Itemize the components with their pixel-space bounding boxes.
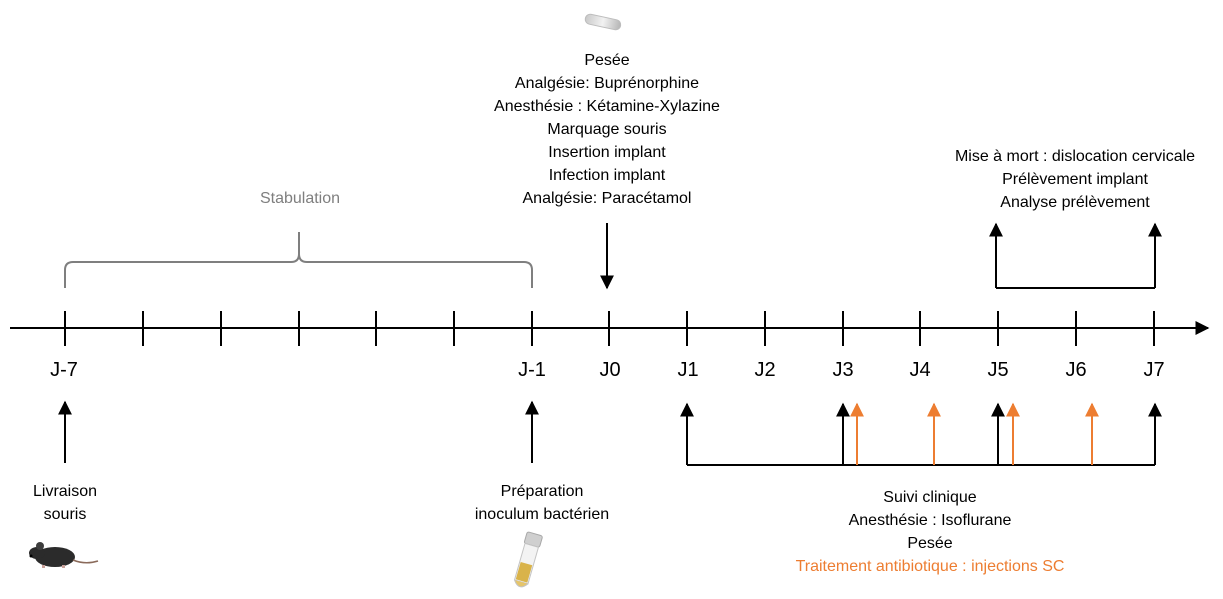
- delivery-label: Livraison souris: [0, 480, 130, 526]
- stabulation-label: Stabulation: [259, 190, 341, 207]
- day-label-j-7: J-7: [50, 359, 78, 381]
- day-label-j7: J7: [1143, 359, 1165, 381]
- antibiotic-arrows: [850, 402, 1099, 465]
- j0-step: Analgésie: Paracétamol: [522, 190, 692, 207]
- end-step: Mise à mort : dislocation cervicale: [954, 148, 1196, 165]
- j0-step: Insertion implant: [548, 144, 666, 161]
- delivery-line-1: Livraison: [32, 483, 98, 500]
- stabulation-bracket: [64, 232, 533, 288]
- j0-step: Anesthésie : Kétamine-Xylazine: [494, 98, 720, 115]
- followup-line-3: Pesée: [907, 535, 953, 552]
- day-label-j4: J4: [909, 359, 931, 381]
- end-step: Analyse prélèvement: [1000, 194, 1150, 211]
- inoculum-line-2: inoculum bactérien: [474, 506, 610, 523]
- culture-tube-icon: [513, 531, 543, 588]
- end-steps: Mise à mort : dislocation cervicale Prél…: [925, 145, 1223, 214]
- j0-step: Marquage souris: [547, 121, 667, 138]
- j0-step: Pesée: [584, 52, 630, 69]
- j0-step: Analgésie: Buprénorphine: [514, 75, 700, 92]
- day-label-j6: J6: [1065, 359, 1087, 381]
- day-label-j5: J5: [987, 359, 1009, 381]
- day-label-j-1: J-1: [518, 359, 546, 381]
- followup-line-antibiotic: Traitement antibiotique : injections SC: [795, 558, 1065, 575]
- day-label-j2: J2: [754, 359, 776, 381]
- j0-step: Infection implant: [548, 167, 666, 184]
- inoculum-line-1: Préparation: [500, 483, 584, 500]
- followup-line-2: Anesthésie : Isoflurane: [848, 512, 1012, 529]
- day-label-j0: J0: [599, 359, 621, 381]
- day-label-j3: J3: [832, 359, 854, 381]
- j0-steps: Pesée Analgésie: Buprénorphine Anesthési…: [457, 49, 757, 210]
- implant-icon: [584, 13, 622, 31]
- followup-label: Suivi clinique Anesthésie : Isoflurane P…: [770, 486, 1090, 578]
- inoculum-label: Préparation inoculum bactérien: [432, 480, 652, 526]
- followup-line-1: Suivi clinique: [883, 489, 977, 506]
- timeline-ticks: [64, 311, 1155, 346]
- delivery-line-2: souris: [43, 506, 87, 523]
- day-label-j1: J1: [677, 359, 699, 381]
- mouse-icon: [29, 542, 99, 568]
- end-step: Prélèvement implant: [1002, 171, 1148, 188]
- followup-arrows: [680, 402, 1162, 465]
